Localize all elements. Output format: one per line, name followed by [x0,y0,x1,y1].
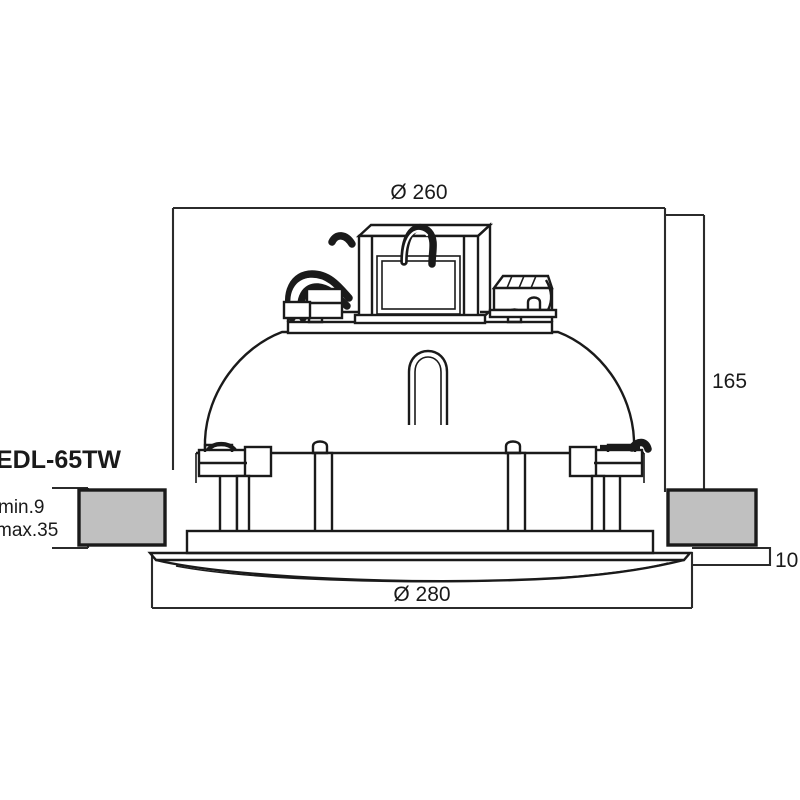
bezel-skirt-inner-line [175,562,669,583]
label-bezel-thickness: 10 [775,549,798,572]
label-height: 165 [712,370,747,393]
clamp-left-block [243,445,273,478]
transformer-side-face [477,222,492,323]
ribbed-curved-edge [544,279,553,311]
label-ceiling-max: max.35 [0,520,58,541]
label-ceiling-min: min.9 [0,497,44,518]
dimension-labels: Ø 260 Ø 280 165 10 min.9 max.35 EDL-65TW [0,181,798,606]
transformer-base-strip [353,313,487,325]
ribbed-body [492,288,554,312]
ceiling-panel-blocks [77,488,758,547]
transformer-block [353,222,494,325]
terminal-connector-block [282,287,344,320]
speaker-base-box [185,529,655,555]
ceiling-block-left [77,488,167,547]
lower-frame [195,438,652,535]
post-boss-2 [311,440,329,455]
clamp-right-cable [628,438,652,453]
wire-handle-loop [407,349,449,425]
dim-bracket-bezel [692,546,772,567]
bezel-curved-skirt [155,558,685,583]
spring-clamp-left [197,441,273,535]
transformer-core-inner [381,260,456,310]
mounting-post-2 [313,451,334,535]
label-bottom-diameter: Ø 280 [393,583,450,606]
handle-top-highlight [411,350,445,361]
speaker-dome-housing [203,330,636,452]
cable-loop-center-highlight [402,229,429,264]
handle-inner [414,356,442,425]
label-top-diameter: Ø 260 [390,181,447,204]
ceiling-bezel-rim [147,551,693,583]
post-boss-3 [504,440,522,455]
label-model-name: EDL-65TW [0,446,121,474]
clamp-right-stem [590,474,606,535]
rib-hatching [506,275,537,289]
frame-side-edges [195,453,645,483]
mounting-post-3 [506,451,527,535]
dome-tab-left [203,443,234,452]
ribbed-component-right [488,274,558,319]
clamp-right-block [568,445,598,478]
ribbed-top-plate [491,274,554,290]
bezel-top-flange [147,551,693,562]
dome-tab-right [606,443,637,452]
cable-stub-top-left [328,232,356,248]
ribbed-boss [526,296,542,312]
clamp-left-stem [235,474,251,535]
ceiling-block-right [666,488,758,547]
speaker-assembly [147,222,693,583]
spring-clamp-right [568,438,652,535]
ribbed-base-strip [488,308,558,319]
terminal-side-tab [282,300,312,320]
